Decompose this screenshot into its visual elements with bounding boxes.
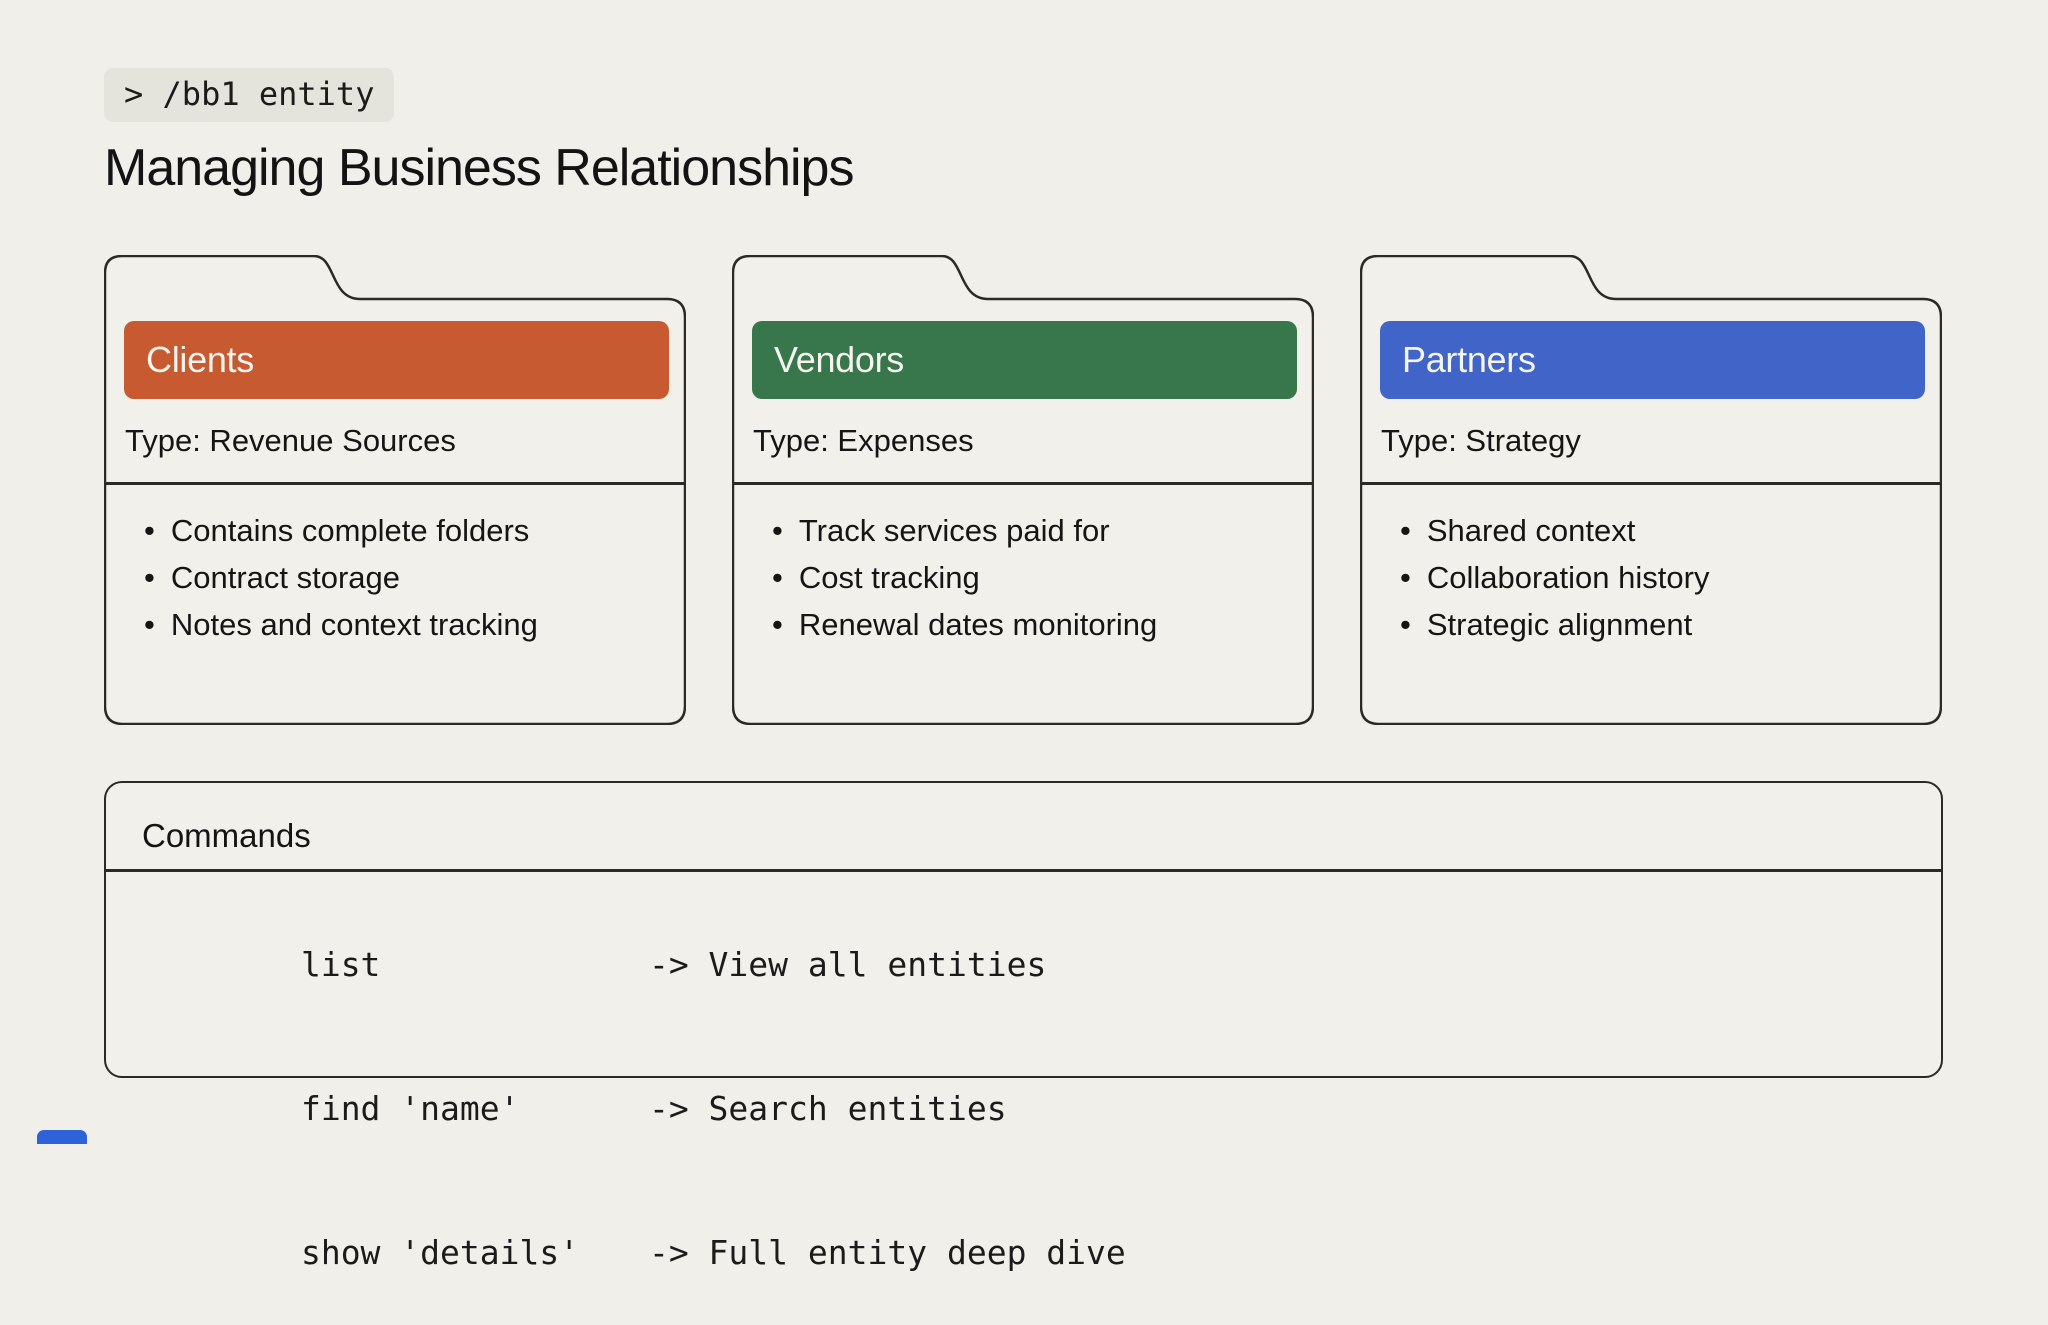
bullet-item: • Contains complete folders xyxy=(144,507,672,554)
folder-type-label: Type: Strategy xyxy=(1381,423,1581,458)
bullet-text: Shared context xyxy=(1426,513,1636,548)
bullet-text: Collaboration history xyxy=(1426,560,1710,595)
bullet-text: Contract storage xyxy=(170,560,401,595)
bullet-icon: • xyxy=(144,607,155,642)
command-description: -> View all entities xyxy=(648,945,1047,984)
command-list: list -> View all entities find 'name' -> S… xyxy=(142,893,1921,1325)
command-description: -> Search entities xyxy=(648,1089,1007,1128)
folder-header-bar: Clients xyxy=(124,321,669,399)
folder-name: Vendors xyxy=(774,339,904,380)
commands-panel-title: Commands xyxy=(142,817,311,854)
bullet-icon: • xyxy=(772,560,783,595)
folder-name: Clients xyxy=(146,339,254,380)
bullet-icon: • xyxy=(144,560,155,595)
bullet-text: Notes and context tracking xyxy=(170,607,538,642)
bullet-item: • Shared context xyxy=(1400,507,1928,554)
page-title: Managing Business Relationships xyxy=(104,139,854,197)
folder-bullet-list: • Shared context • Collaboration history… xyxy=(1400,507,1928,648)
bullet-item: • Contract storage xyxy=(144,554,672,601)
bullet-item: • Collaboration history xyxy=(1400,554,1928,601)
bullet-text: Track services paid for xyxy=(798,513,1110,548)
bullet-icon: • xyxy=(1400,560,1411,595)
bullet-item: • Strategic alignment xyxy=(1400,601,1928,648)
command-badge-text: > /bb1 entity xyxy=(124,75,375,113)
clipped-blue-element xyxy=(37,1130,87,1144)
command-row: find 'name' -> Search entities xyxy=(142,1037,1921,1181)
folder-type-label: Type: Expenses xyxy=(753,423,974,458)
bullet-item: • Cost tracking xyxy=(772,554,1300,601)
folder-card-clients[interactable]: Clients Type: Revenue Sources • Contains… xyxy=(104,255,686,725)
command-keyword: show 'details' xyxy=(300,1233,580,1272)
bullet-icon: • xyxy=(144,513,155,548)
folder-type-label: Type: Revenue Sources xyxy=(125,423,456,458)
command-row: list -> View all entities xyxy=(142,893,1921,1037)
command-description: -> Full entity deep dive xyxy=(648,1233,1126,1272)
bullet-text: Strategic alignment xyxy=(1426,607,1693,642)
command-badge: > /bb1 entity xyxy=(104,68,395,122)
folder-divider xyxy=(1361,482,1941,485)
page: > /bb1 entity Managing Business Relation… xyxy=(37,68,2048,1272)
folder-bullet-list: • Track services paid for • Cost trackin… xyxy=(772,507,1300,648)
folder-name: Partners xyxy=(1402,339,1536,380)
command-keyword: find 'name' xyxy=(300,1089,520,1128)
bullet-item: • Notes and context tracking xyxy=(144,601,672,648)
folder-cards-row: Clients Type: Revenue Sources • Contains… xyxy=(104,255,2048,725)
bullet-item: • Track services paid for xyxy=(772,507,1300,554)
bullet-text: Contains complete folders xyxy=(170,513,530,548)
bullet-icon: • xyxy=(772,607,783,642)
bullet-icon: • xyxy=(1400,607,1411,642)
bullet-text: Renewal dates monitoring xyxy=(798,607,1158,642)
bullet-text: Cost tracking xyxy=(798,560,980,595)
bullet-item: • Renewal dates monitoring xyxy=(772,601,1300,648)
folder-card-partners[interactable]: Partners Type: Strategy • Shared context… xyxy=(1360,255,1942,725)
folder-header-bar: Partners xyxy=(1380,321,1925,399)
folder-bullet-list: • Contains complete folders • Contract s… xyxy=(144,507,672,648)
command-keyword: list xyxy=(300,945,381,984)
commands-panel-divider xyxy=(106,869,1941,872)
folder-divider xyxy=(105,482,685,485)
folder-card-vendors[interactable]: Vendors Type: Expenses • Track services … xyxy=(732,255,1314,725)
bullet-icon: • xyxy=(1400,513,1411,548)
folder-divider xyxy=(733,482,1313,485)
commands-panel: Commands list -> View all entities find '… xyxy=(104,781,1943,1272)
bullet-icon: • xyxy=(772,513,783,548)
folder-header-bar: Vendors xyxy=(752,321,1297,399)
command-row: show 'details' -> Full entity deep dive xyxy=(142,1181,1921,1325)
